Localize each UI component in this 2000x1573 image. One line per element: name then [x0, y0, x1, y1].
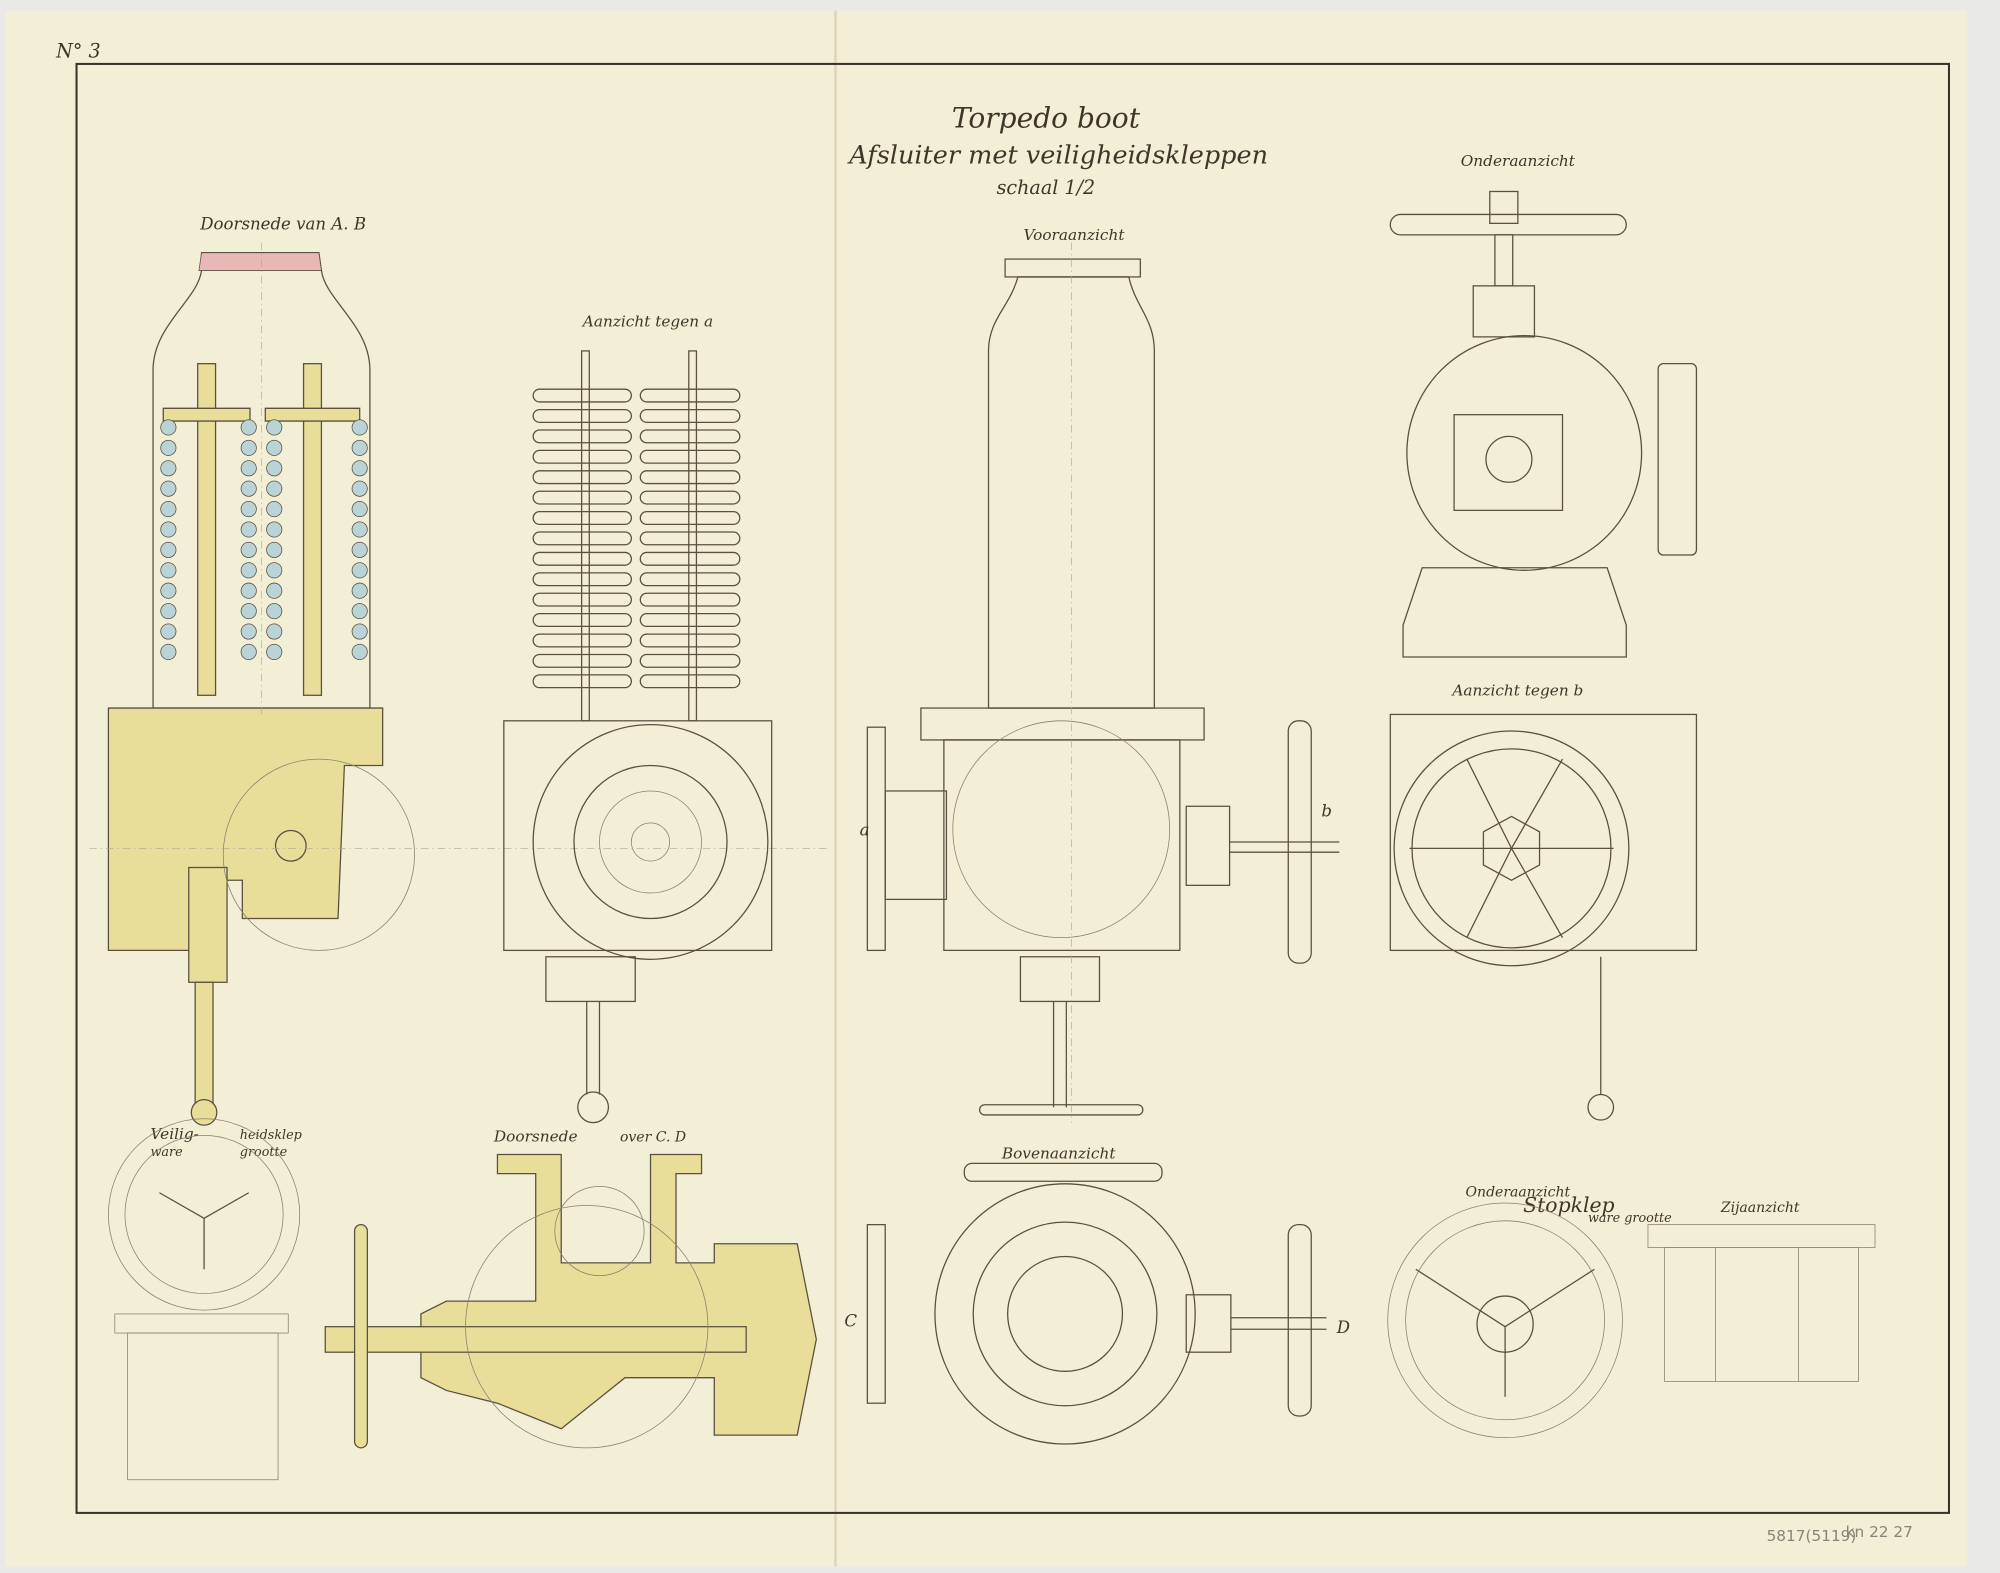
spring-coil-section: [160, 603, 177, 620]
spring-coil: [639, 429, 741, 444]
spring-coil-section: [240, 439, 257, 456]
marker-a: a: [860, 821, 870, 840]
spring-coil-section: [266, 501, 283, 518]
spring-coil-section: [160, 521, 177, 538]
label-stop-valve: Stopklep: [1523, 1193, 1615, 1217]
spring-coil: [639, 653, 741, 668]
spring-coil: [639, 613, 741, 628]
front-view: Vooraanzicht a b: [860, 226, 1340, 1123]
safety-valve-view: Veilig- heidsklep ware grootte: [108, 1118, 302, 1481]
spring-coil-section: [266, 643, 283, 660]
spring-coil: [639, 674, 741, 689]
label-safety-4: grootte: [240, 1145, 287, 1160]
label-front: Vooraanzicht: [1023, 226, 1125, 244]
archive-code: kn 22 27: [1846, 1523, 1913, 1541]
spring-coil-section: [240, 521, 257, 538]
spring-coil: [639, 572, 741, 587]
spring-coil-section: [240, 582, 257, 599]
spring-coil-section: [351, 460, 368, 477]
section-ab-view: Doorsnede van A. B: [89, 215, 830, 1126]
spring-coil-section: [351, 582, 368, 599]
spring-coil-section: [351, 603, 368, 620]
sheet-number: N° 3: [55, 40, 101, 63]
spring-coil-section: [160, 460, 177, 477]
view-b: Aanzicht tegen b: [1389, 681, 1698, 1121]
marker-c: C: [844, 1312, 857, 1331]
spring-coil-section: [351, 562, 368, 579]
archive-inventory: 5817(5119): [1767, 1527, 1857, 1545]
spring-coil-section: [240, 562, 257, 579]
spring-coil-section: [240, 501, 257, 518]
spring-coil: [639, 510, 741, 526]
drawing-frame: [75, 62, 1950, 1514]
spring-coil-section: [266, 480, 283, 497]
label-view-b: Aanzicht tegen b: [1450, 681, 1583, 699]
marker-b: b: [1321, 801, 1332, 820]
title-scale: schaal 1/2: [997, 176, 1096, 199]
spring-coil-section: [160, 480, 177, 497]
spring-coil: [639, 592, 741, 607]
spring-coil-section: [351, 541, 368, 558]
spring-coil-section: [266, 541, 283, 558]
title-line-1: Torpedo boot: [952, 102, 1141, 135]
view-a: Aanzicht tegen a: [503, 313, 773, 1124]
spring-coil: [639, 490, 741, 505]
title-line-2: Afsluiter met veiligheidskleppen: [847, 140, 1268, 170]
spring-coil-section: [240, 480, 257, 497]
label-safety-1: Veilig-: [151, 1125, 199, 1143]
section-cd-view: Doorsnede over C. D: [324, 1128, 817, 1449]
label-bottom-upper: Onderaanzicht: [1461, 152, 1576, 170]
spring-coil-section: [351, 501, 368, 518]
top-view: Bovenaanzicht C D: [844, 1144, 1350, 1445]
spring-coil: [639, 388, 741, 403]
label-stop-side: Zijaanzicht: [1720, 1200, 1800, 1216]
spring-coil-section: [266, 623, 283, 640]
spring-coil-section: [351, 623, 368, 640]
stop-valve-view: Stopklep ware grootte Onderaanzicht Zija…: [1387, 1185, 1876, 1439]
spring-coil-section: [351, 439, 368, 456]
spring-coil-section: [240, 460, 257, 477]
spring-coil-section: [266, 582, 283, 599]
label-safety-2: heidsklep: [240, 1128, 302, 1143]
spring-coil-section: [240, 643, 257, 660]
spring-coil: [639, 408, 741, 423]
spring-coil-section: [351, 643, 368, 660]
label-stop-bottom: Onderaanzicht: [1466, 1185, 1571, 1201]
spring-coil-section: [160, 439, 177, 456]
spring-coil-section: [266, 419, 283, 436]
spring-coil-section: [160, 501, 177, 518]
marker-d: D: [1336, 1318, 1350, 1337]
spring-coil-section: [266, 521, 283, 538]
label-stop-scale: ware grootte: [1588, 1211, 1672, 1226]
spring-coil-section: [240, 603, 257, 620]
spring-coil-section: [240, 419, 257, 436]
spring-coil-section: [160, 541, 177, 558]
spring-coil-section: [160, 582, 177, 599]
spring-coil-section: [160, 623, 177, 640]
spring-coil-section: [240, 541, 257, 558]
spring-coil: [639, 531, 741, 546]
label-safety-3: ware: [151, 1145, 183, 1160]
spring-coil-section: [160, 419, 177, 436]
spring-coil: [639, 449, 741, 464]
spring-coil-section: [160, 643, 177, 660]
spring-coil-section: [351, 419, 368, 436]
spring-coil: [639, 551, 741, 566]
spring-coil-section: [266, 603, 283, 620]
spring-coil-section: [351, 480, 368, 497]
label-section-cd-1: Doorsnede: [493, 1128, 578, 1146]
spring-coil: [639, 633, 741, 648]
spring-coil-section: [160, 562, 177, 579]
spring-coil-section: [266, 460, 283, 477]
label-top: Bovenaanzicht: [1001, 1144, 1116, 1162]
spring-coil-section: [351, 521, 368, 538]
spring-coil-section: [266, 439, 283, 456]
bottom-view-upper: Onderaanzicht: [1389, 152, 1698, 658]
label-section-ab: Doorsnede van A. B: [199, 215, 366, 234]
spring-coil-section: [240, 623, 257, 640]
spring-coil: [639, 470, 741, 485]
label-view-a: Aanzicht tegen a: [581, 313, 713, 331]
label-section-cd-2: over C. D: [620, 1130, 686, 1146]
spring-coil-section: [266, 562, 283, 579]
